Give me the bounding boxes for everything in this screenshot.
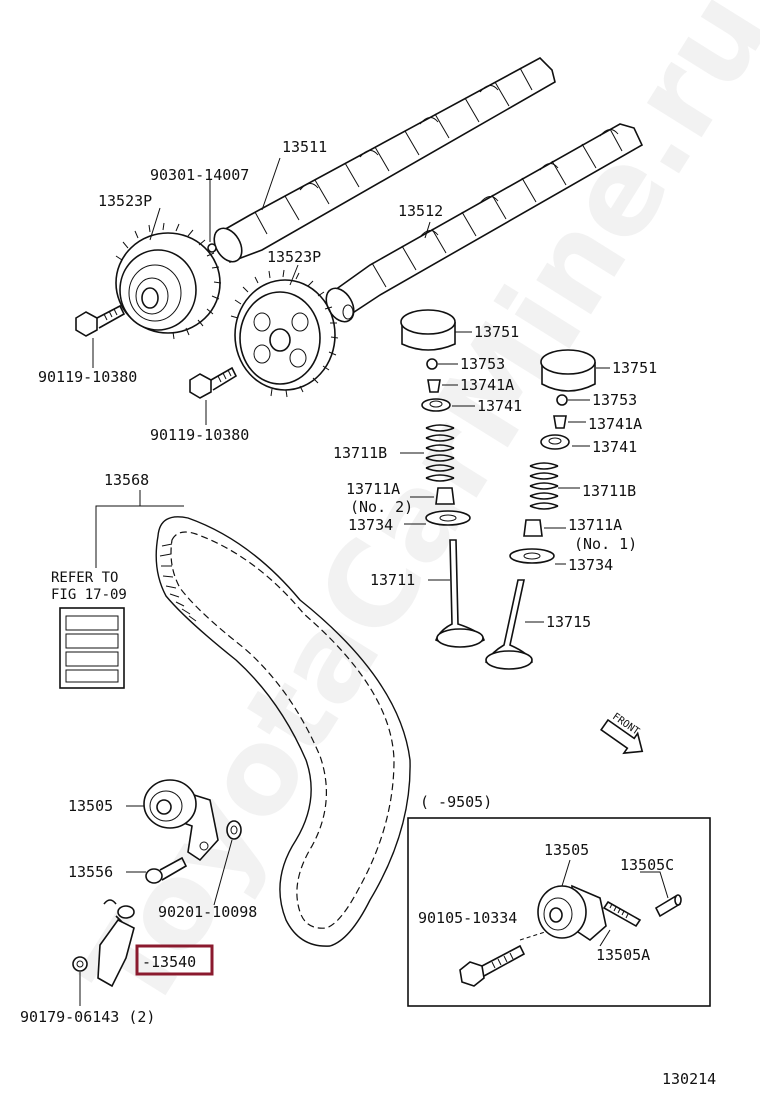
camshaft-13511[interactable] — [209, 57, 556, 267]
figure-number: 130214 — [662, 1070, 716, 1088]
label-13711a-b-no: (No. 1) — [574, 535, 637, 553]
valve-spring-13711b-a[interactable] — [425, 424, 455, 482]
label-13523p-upper: 13523P — [98, 192, 152, 210]
label-13753-a: 13753 — [460, 355, 505, 373]
retainer-13741-b[interactable] — [540, 434, 570, 450]
refer-line-1: REFER TO — [51, 570, 118, 586]
pin-13505c[interactable] — [654, 894, 682, 918]
label-13741-a: 13741 — [477, 397, 522, 415]
valve-lifter-13751-a[interactable] — [400, 309, 456, 351]
intake-valve-13711[interactable] — [434, 539, 485, 648]
washer-13734-a[interactable] — [425, 510, 471, 526]
shim-13753-b[interactable] — [556, 394, 568, 406]
label-13505c: 13505C — [620, 856, 674, 874]
reference-figure-icon — [59, 607, 125, 689]
valve-lifter-13751-b[interactable] — [540, 349, 596, 392]
label-13505a: 13505A — [596, 946, 650, 964]
pin-90301[interactable] — [207, 243, 217, 253]
refer-line-2: FIG 17-09 — [51, 587, 127, 603]
bolt-90119-lower[interactable] — [189, 366, 238, 399]
highlight-box-13540[interactable] — [135, 944, 214, 976]
bolt-90105-10334[interactable] — [459, 944, 526, 987]
label-13505: 13505 — [68, 797, 113, 815]
valve-seal-13711a-b[interactable] — [523, 519, 543, 537]
label-13711a-b: 13711A — [568, 516, 622, 534]
washer-13734-b[interactable] — [509, 548, 555, 564]
valve-spring-13711b-b[interactable] — [529, 462, 559, 510]
label-13523p-lower: 13523P — [267, 248, 321, 266]
label-90119-10380-upper: 90119-10380 — [38, 368, 137, 386]
label-13741a-a: 13741A — [460, 376, 514, 394]
label-13711b-a: 13711B — [333, 444, 387, 462]
label-13711a-a-no: (No. 2) — [350, 498, 413, 516]
label-13751-b: 13751 — [612, 359, 657, 377]
label-13753-b: 13753 — [592, 391, 637, 409]
label-13734-b: 13734 — [568, 556, 613, 574]
nut-90179-06143[interactable] — [72, 956, 88, 972]
nut-90201-10098[interactable] — [226, 820, 242, 840]
label-90119-10380-lower: 90119-10380 — [150, 426, 249, 444]
exhaust-valve-13715[interactable] — [484, 579, 533, 670]
label-13751-a: 13751 — [474, 323, 519, 341]
label-13511: 13511 — [282, 138, 327, 156]
label-inset-13505: 13505 — [544, 841, 589, 859]
idler-pulley-13505[interactable] — [143, 779, 219, 862]
label-90179-06143: 90179-06143 (2) — [20, 1008, 155, 1026]
shim-13753-a[interactable] — [426, 358, 438, 370]
label-13568: 13568 — [104, 471, 149, 489]
keeper-13741a-b[interactable] — [553, 415, 567, 429]
tensioner-13540[interactable] — [97, 899, 135, 988]
label-13715: 13715 — [546, 613, 591, 631]
label-90105-10334: 90105-10334 — [418, 909, 517, 927]
label-90201-10098: 90201-10098 — [158, 903, 257, 921]
retainer-13741-a[interactable] — [421, 398, 451, 412]
label-13711a-a: 13711A — [346, 480, 400, 498]
label-13741a-b: 13741A — [588, 415, 642, 433]
bolt-13556[interactable] — [145, 856, 188, 884]
inset-idler-pulley-13505[interactable] — [537, 884, 607, 942]
label-13711b-b: 13711B — [582, 482, 636, 500]
camshaft-pulley-13523p-upper[interactable] — [115, 222, 222, 340]
label-13741-b: 13741 — [592, 438, 637, 456]
label-13540: -13540 — [142, 953, 196, 971]
front-arrow-icon: FRONT — [600, 711, 644, 755]
label-90301-14007: 90301-14007 — [150, 166, 249, 184]
bolt-90119-upper[interactable] — [75, 304, 126, 337]
label-13711: 13711 — [370, 571, 415, 589]
label-13556: 13556 — [68, 863, 113, 881]
keeper-13741a-a[interactable] — [427, 379, 441, 393]
inset-range-label: ( -9505) — [420, 793, 492, 811]
inset-panel — [407, 817, 711, 1007]
timing-belt-13568[interactable] — [155, 516, 411, 947]
label-13734-a: 13734 — [348, 516, 393, 534]
camshaft-pulley-13523p-lower[interactable] — [230, 269, 339, 398]
stud-13505a[interactable] — [602, 900, 642, 928]
label-13512: 13512 — [398, 202, 443, 220]
valve-seal-13711a-a[interactable] — [435, 487, 455, 505]
